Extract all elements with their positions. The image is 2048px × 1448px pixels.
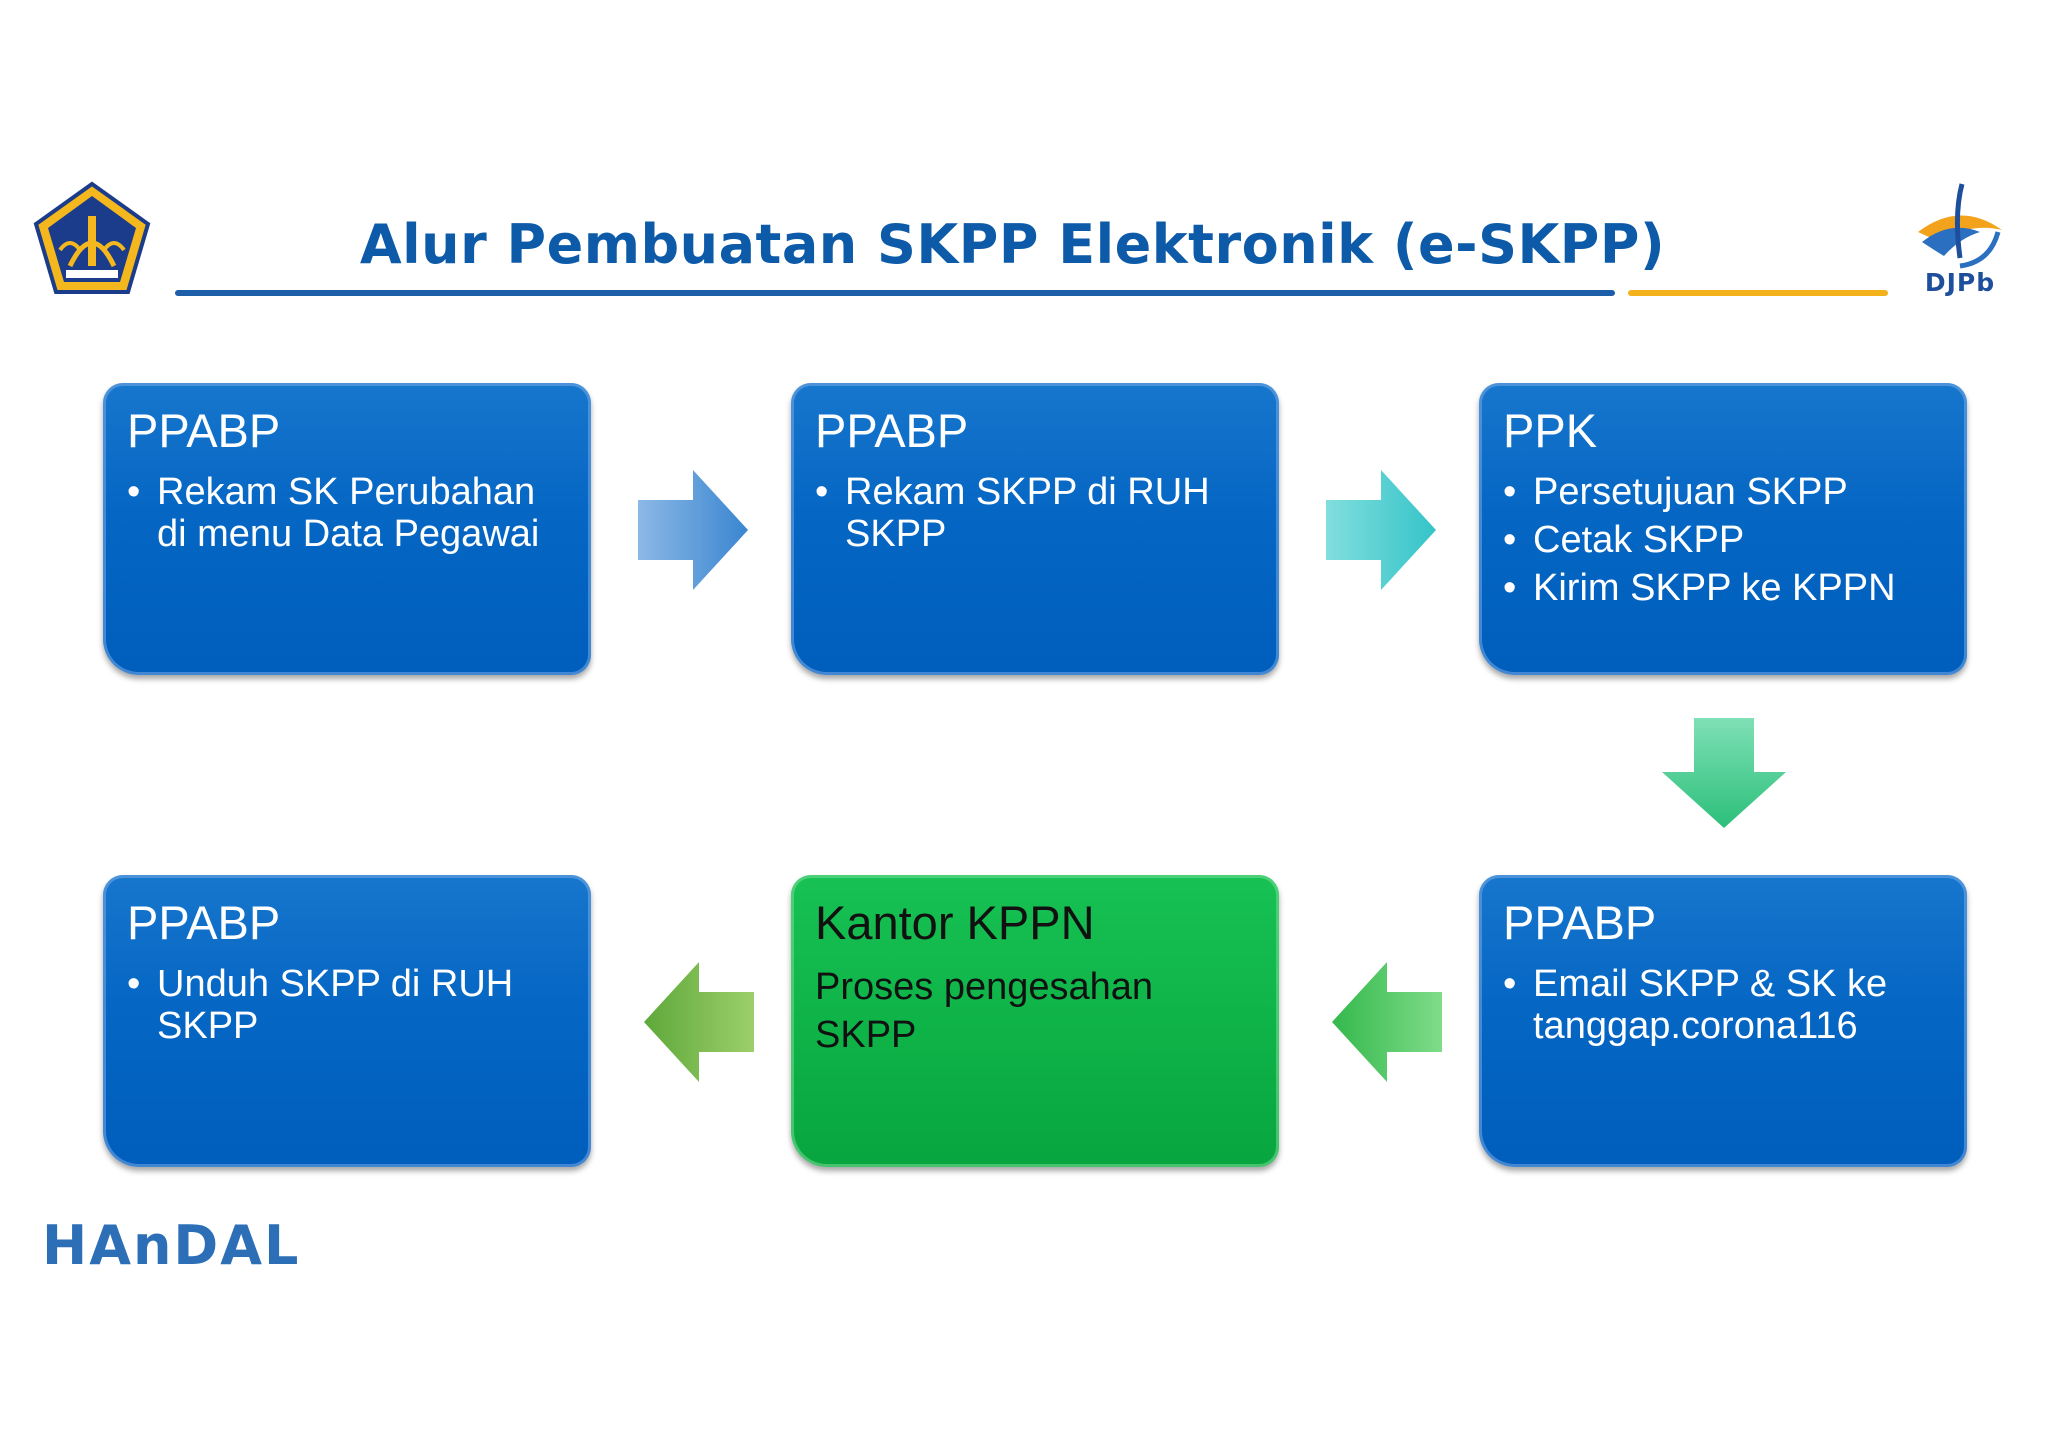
step-bullets: Unduh SKPP di RUH SKPP bbox=[127, 963, 569, 1047]
step-role: PPABP bbox=[127, 404, 281, 457]
arrow-right-icon bbox=[1326, 470, 1436, 590]
step-bullet: Email SKPP & SK ke tanggap.corona116 bbox=[1503, 963, 1945, 1047]
step-description: Proses pengesahan SKPP bbox=[815, 966, 1154, 1056]
step-bullet: Rekam SK Perubahan di menu Data Pegawai bbox=[127, 471, 569, 555]
arrow-left-icon bbox=[644, 962, 754, 1082]
step-bullet: Rekam SKPP di RUH SKPP bbox=[815, 471, 1257, 555]
step-role: PPABP bbox=[815, 404, 969, 457]
title-underline-gold bbox=[1628, 290, 1888, 296]
page-title: Alur Pembuatan SKPP Elektronik (e-SKPP) bbox=[359, 213, 1666, 276]
step-bullet: Cetak SKPP bbox=[1503, 519, 1945, 561]
arrow-left-icon bbox=[1332, 962, 1442, 1082]
step-role: PPABP bbox=[127, 896, 281, 949]
arrow-right-icon bbox=[638, 470, 748, 590]
flow-step-4: PPABP Email SKPP & SK ke tanggap.corona1… bbox=[1479, 875, 1967, 1167]
flow-step-2: PPABP Rekam SKPP di RUH SKPP bbox=[791, 383, 1279, 675]
step-bullet: Kirim SKPP ke KPPN bbox=[1503, 567, 1945, 609]
arrow-down-icon bbox=[1662, 718, 1786, 828]
step-bullet: Unduh SKPP di RUH SKPP bbox=[127, 963, 569, 1047]
step-role: PPABP bbox=[1503, 896, 1657, 949]
djpb-logo-text: DJPb bbox=[1924, 268, 1996, 297]
flow-step-3: PPK Persetujuan SKPP Cetak SKPP Kirim SK… bbox=[1479, 383, 1967, 675]
step-bullets: Email SKPP & SK ke tanggap.corona116 bbox=[1503, 963, 1945, 1047]
step-role: PPK bbox=[1503, 404, 1598, 457]
title-underline-blue bbox=[175, 290, 1615, 296]
flow-step-1: PPABP Rekam SK Perubahan di menu Data Pe… bbox=[103, 383, 591, 675]
step-bullet: Persetujuan SKPP bbox=[1503, 471, 1945, 513]
flow-step-6: PPABP Unduh SKPP di RUH SKPP bbox=[103, 875, 591, 1167]
step-role: Kantor KPPN bbox=[815, 896, 1095, 949]
step-bullets: Rekam SK Perubahan di menu Data Pegawai bbox=[127, 471, 569, 555]
step-bullets: Rekam SKPP di RUH SKPP bbox=[815, 471, 1257, 555]
djpb-logo-icon bbox=[1918, 183, 2002, 269]
step-bullets: Persetujuan SKPP Cetak SKPP Kirim SKPP k… bbox=[1503, 471, 1945, 609]
kemenkeu-emblem-icon bbox=[33, 181, 151, 294]
handal-logo-icon: HAnDAL bbox=[42, 1214, 301, 1277]
flow-step-5: Kantor KPPN Proses pengesahan SKPP bbox=[791, 875, 1279, 1167]
